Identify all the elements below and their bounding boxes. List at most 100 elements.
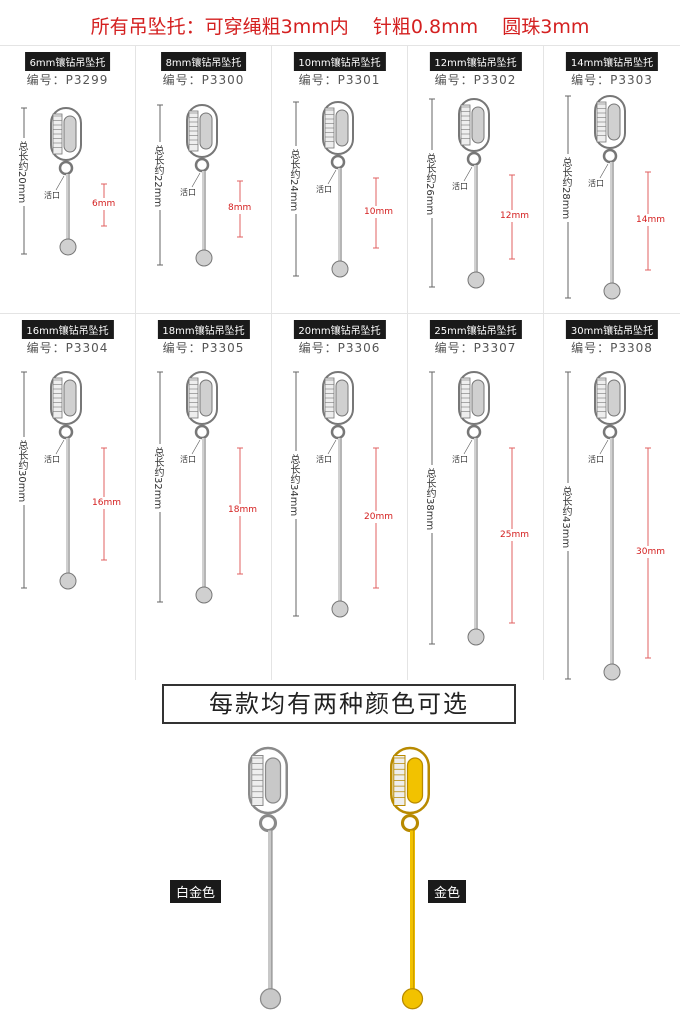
ring-inner <box>335 379 349 417</box>
total-length-text: 总长约26mm <box>422 150 437 219</box>
pendant-icon <box>50 107 82 256</box>
ring-inner <box>63 379 77 417</box>
total-length-text: 总长约30mm <box>14 437 29 506</box>
pointer-line <box>463 166 473 182</box>
total-length-text: 总长约24mm <box>286 146 301 215</box>
inner-length-text: 30mm <box>636 546 665 558</box>
ring-inner <box>471 106 485 144</box>
ball-end <box>331 260 349 278</box>
bail-ring <box>390 746 430 815</box>
eye-loop <box>602 424 618 440</box>
pendant-drawing <box>157 104 243 267</box>
product-code: 编号：P3307 <box>434 341 517 355</box>
product-size-label: 18mm镶钻吊坠托 <box>157 320 250 339</box>
ball-end <box>59 572 77 590</box>
pointer-line <box>599 439 609 455</box>
ring-inner <box>335 109 349 147</box>
product-size-label: 25mm镶钻吊坠托 <box>429 320 522 339</box>
ball-end <box>195 249 213 267</box>
pendant-drawing <box>429 98 515 289</box>
pendant-icon <box>50 371 82 590</box>
headline: 所有吊坠托：可穿绳粗3mm内 针粗0.8mm 圆珠3mm <box>90 16 590 38</box>
opening-label: 活口 <box>180 455 196 464</box>
product-code: 编号：P3299 <box>26 73 109 87</box>
eye-loop <box>400 813 420 833</box>
pendant-icon <box>458 98 490 289</box>
ring-inner <box>63 115 77 153</box>
pendant-icon <box>594 95 626 300</box>
inner-length-text: 10mm <box>364 206 393 218</box>
stone-channel <box>251 755 264 806</box>
total-length-text: 总长约22mm <box>150 142 165 211</box>
inner-length-text: 6mm <box>92 198 116 210</box>
inner-length-text: 18mm <box>228 504 257 516</box>
product-card: 25mm镶钻吊坠托 编号：P3307 总长约38mm 活口 25mm <box>408 314 544 680</box>
pendant-drawing <box>565 371 651 681</box>
product-size-label: 10mm镶钻吊坠托 <box>293 52 386 71</box>
pendant-drawing <box>293 371 379 618</box>
color-options-banner: 每款均有两种颜色可选 <box>162 684 516 724</box>
eye-loop <box>466 151 482 167</box>
pointer-line <box>599 163 609 179</box>
product-code: 编号：P3308 <box>571 341 653 355</box>
product-code: 编号：P3303 <box>571 73 653 87</box>
eye-loop <box>466 424 482 440</box>
total-length-text: 总长约38mm <box>422 465 437 534</box>
total-length-text: 总长约32mm <box>150 444 165 513</box>
eye-loop <box>194 157 210 173</box>
opening-label: 活口 <box>588 455 604 464</box>
color-label-gold: 金色 <box>428 880 467 903</box>
product-size-label: 6mm镶钻吊坠托 <box>24 52 111 71</box>
inner-length-text: 20mm <box>364 511 393 523</box>
total-length-text: 总长约34mm <box>286 451 301 520</box>
ring-inner <box>199 112 213 150</box>
total-length-text: 总长约28mm <box>558 154 573 223</box>
ring-inner <box>471 379 485 417</box>
pointer-line <box>55 175 65 191</box>
inner-length-text: 8mm <box>228 202 252 214</box>
bail-ring <box>248 746 288 815</box>
ball-end <box>331 600 349 618</box>
pendant-drawing <box>565 95 651 300</box>
pointer-line <box>55 439 65 455</box>
opening-label: 活口 <box>588 179 604 188</box>
pendant-icon <box>248 746 288 1010</box>
inner-length-text: 12mm <box>500 210 529 222</box>
ring-inner <box>406 757 424 804</box>
pendant-icon <box>322 371 354 618</box>
ring-inner <box>264 757 282 804</box>
ball-end <box>259 988 282 1010</box>
product-size-label: 20mm镶钻吊坠托 <box>293 320 386 339</box>
eye-loop <box>58 424 74 440</box>
product-size-label: 16mm镶钻吊坠托 <box>21 320 114 339</box>
pendant-icon <box>390 746 430 1010</box>
product-code: 编号：P3305 <box>162 341 245 355</box>
total-length-text: 总长约43mm <box>558 482 573 551</box>
pointer-line <box>327 439 337 455</box>
pointer-line <box>463 439 473 455</box>
eye-loop <box>330 424 346 440</box>
inner-length-text: 14mm <box>636 214 665 226</box>
pendant-drawing <box>21 371 107 590</box>
opening-label: 活口 <box>452 182 468 191</box>
opening-label: 活口 <box>452 455 468 464</box>
pointer-line <box>191 439 201 455</box>
pendant-icon <box>322 101 354 278</box>
ball-end <box>603 663 621 681</box>
inner-length-text: 25mm <box>500 528 529 541</box>
product-size-label: 14mm镶钻吊坠托 <box>565 52 659 71</box>
pointer-line <box>327 169 337 185</box>
eye-loop <box>330 154 346 170</box>
eye-loop <box>602 148 618 164</box>
pointer-line <box>191 172 201 188</box>
product-code: 编号：P3302 <box>434 73 517 87</box>
opening-label: 活口 <box>316 455 332 464</box>
